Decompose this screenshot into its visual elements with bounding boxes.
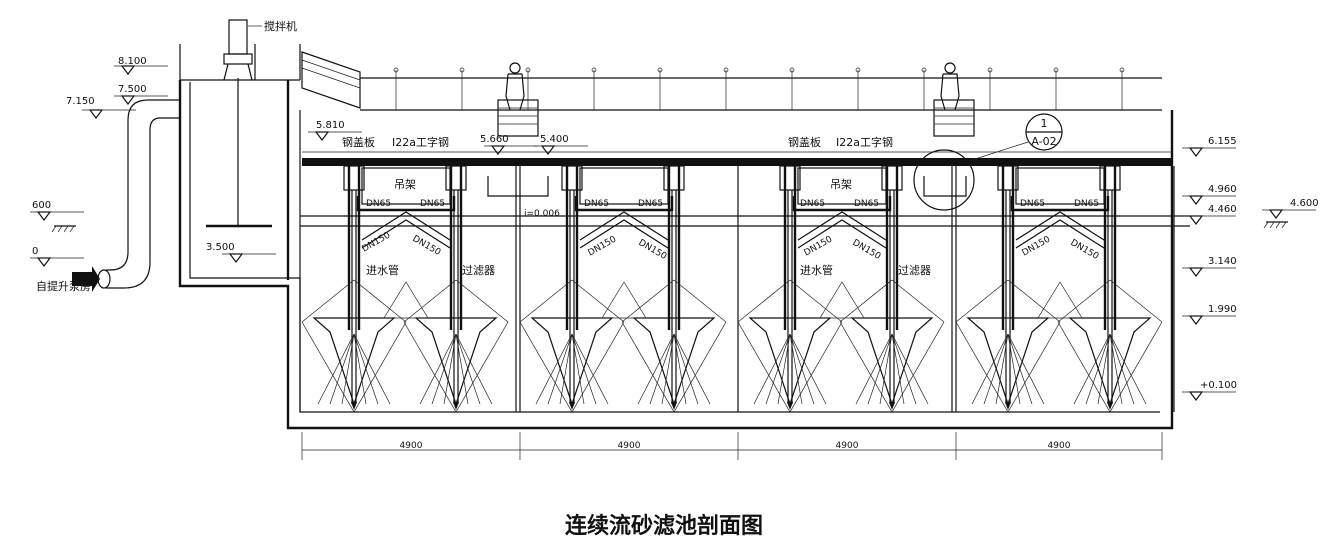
dn150-label-4: DN150 <box>637 238 669 262</box>
dn150-label-6: DN150 <box>851 238 883 262</box>
dimension-line: 4900 4900 4900 4900 <box>301 432 1163 460</box>
steel-cover-label-2: 钢盖板 <box>788 135 821 149</box>
filter-label-1: 过滤器 <box>462 264 495 277</box>
lift-pump-label: 自提升泵房 <box>36 280 91 293</box>
elev-5660: 5.660 <box>480 134 509 145</box>
slope-label: i=0.006 <box>524 209 560 219</box>
elev-0100: +0.100 <box>1200 380 1237 391</box>
dimension-3: 4900 <box>836 441 859 451</box>
elev-4460: 4.460 <box>1208 204 1237 215</box>
filter-section-drawing: 1 A-02 8.100 7.500 7.150 5.810 600 0 3.5… <box>30 19 1319 460</box>
steel-cover-beam <box>300 151 1190 227</box>
detail-number: 1 <box>1041 117 1048 130</box>
dn150-label-7: DN150 <box>1021 234 1053 258</box>
elev-8100: 8.100 <box>118 56 147 67</box>
inlet-pipe-label-1: 进水管 <box>366 263 399 277</box>
elevation-markers <box>30 65 1316 401</box>
elev-7500: 7.500 <box>118 84 147 95</box>
dn65-label-5: DN65 <box>800 199 825 209</box>
walkway-figure-right <box>913 62 975 211</box>
detail-reference: A-02 <box>1031 135 1056 148</box>
elev-600: 600 <box>32 200 51 211</box>
inlet-pipe-label-2: 进水管 <box>800 263 833 277</box>
elev-7150: 7.150 <box>66 96 95 107</box>
dimension-1: 4900 <box>400 441 423 451</box>
sand-filter-unit <box>955 165 1061 413</box>
elev-0: 0 <box>32 246 38 257</box>
detail-callout: 1 A-02 <box>971 113 1063 161</box>
dn150-label-5: DN150 <box>803 234 835 258</box>
ibeam-label-1: I22a工字钢 <box>392 135 449 149</box>
dimension-4: 4900 <box>1048 441 1071 451</box>
dimension-2: 4900 <box>618 441 641 451</box>
dn150-label-1: DN150 <box>361 230 393 254</box>
filter-bay <box>951 165 1175 413</box>
hanger-label-1: 吊架 <box>394 178 416 191</box>
dn150-label-3: DN150 <box>587 234 619 258</box>
elev-1990: 1.990 <box>1208 304 1237 315</box>
filter-bay <box>737 165 957 413</box>
elev-6155: 6.155 <box>1208 136 1237 147</box>
walkway-figure-left <box>487 62 549 197</box>
filter-bay <box>515 165 739 413</box>
ground-hatch <box>51 221 1288 233</box>
elev-5400: 5.400 <box>540 134 569 145</box>
hanger-label-2: 吊架 <box>830 178 852 191</box>
drawing-caption: 连续流砂滤池剖面图 <box>564 514 763 539</box>
dn150-label-2: DN150 <box>411 234 443 258</box>
elev-5810: 5.810 <box>316 120 345 131</box>
dn65-label-6: DN65 <box>854 199 879 209</box>
mixer-label: 搅拌机 <box>264 19 297 33</box>
sand-filter-unit <box>737 165 843 413</box>
dn150-label-8: DN150 <box>1069 238 1101 262</box>
dn65-label-3: DN65 <box>584 199 609 209</box>
steel-cover-label-1: 钢盖板 <box>342 135 375 149</box>
dn65-label-4: DN65 <box>638 199 663 209</box>
sand-filter-unit <box>1057 165 1163 413</box>
filter-label-2: 过滤器 <box>898 264 931 277</box>
dn65-label-8: DN65 <box>1074 199 1099 209</box>
top-railings <box>179 44 1162 111</box>
inlet-tank <box>178 19 1174 430</box>
ibeam-label-2: I22a工字钢 <box>836 135 893 149</box>
elev-3500: 3.500 <box>206 242 235 253</box>
elev-4960: 4.960 <box>1208 184 1237 195</box>
elev-3140: 3.140 <box>1208 256 1237 267</box>
dn65-label-2: DN65 <box>420 199 445 209</box>
inlet-pipe <box>72 99 180 292</box>
elev-4600: 4.600 <box>1290 198 1319 209</box>
filter-bay <box>301 165 521 413</box>
dn65-label-1: DN65 <box>366 199 391 209</box>
dn65-label-7: DN65 <box>1020 199 1045 209</box>
